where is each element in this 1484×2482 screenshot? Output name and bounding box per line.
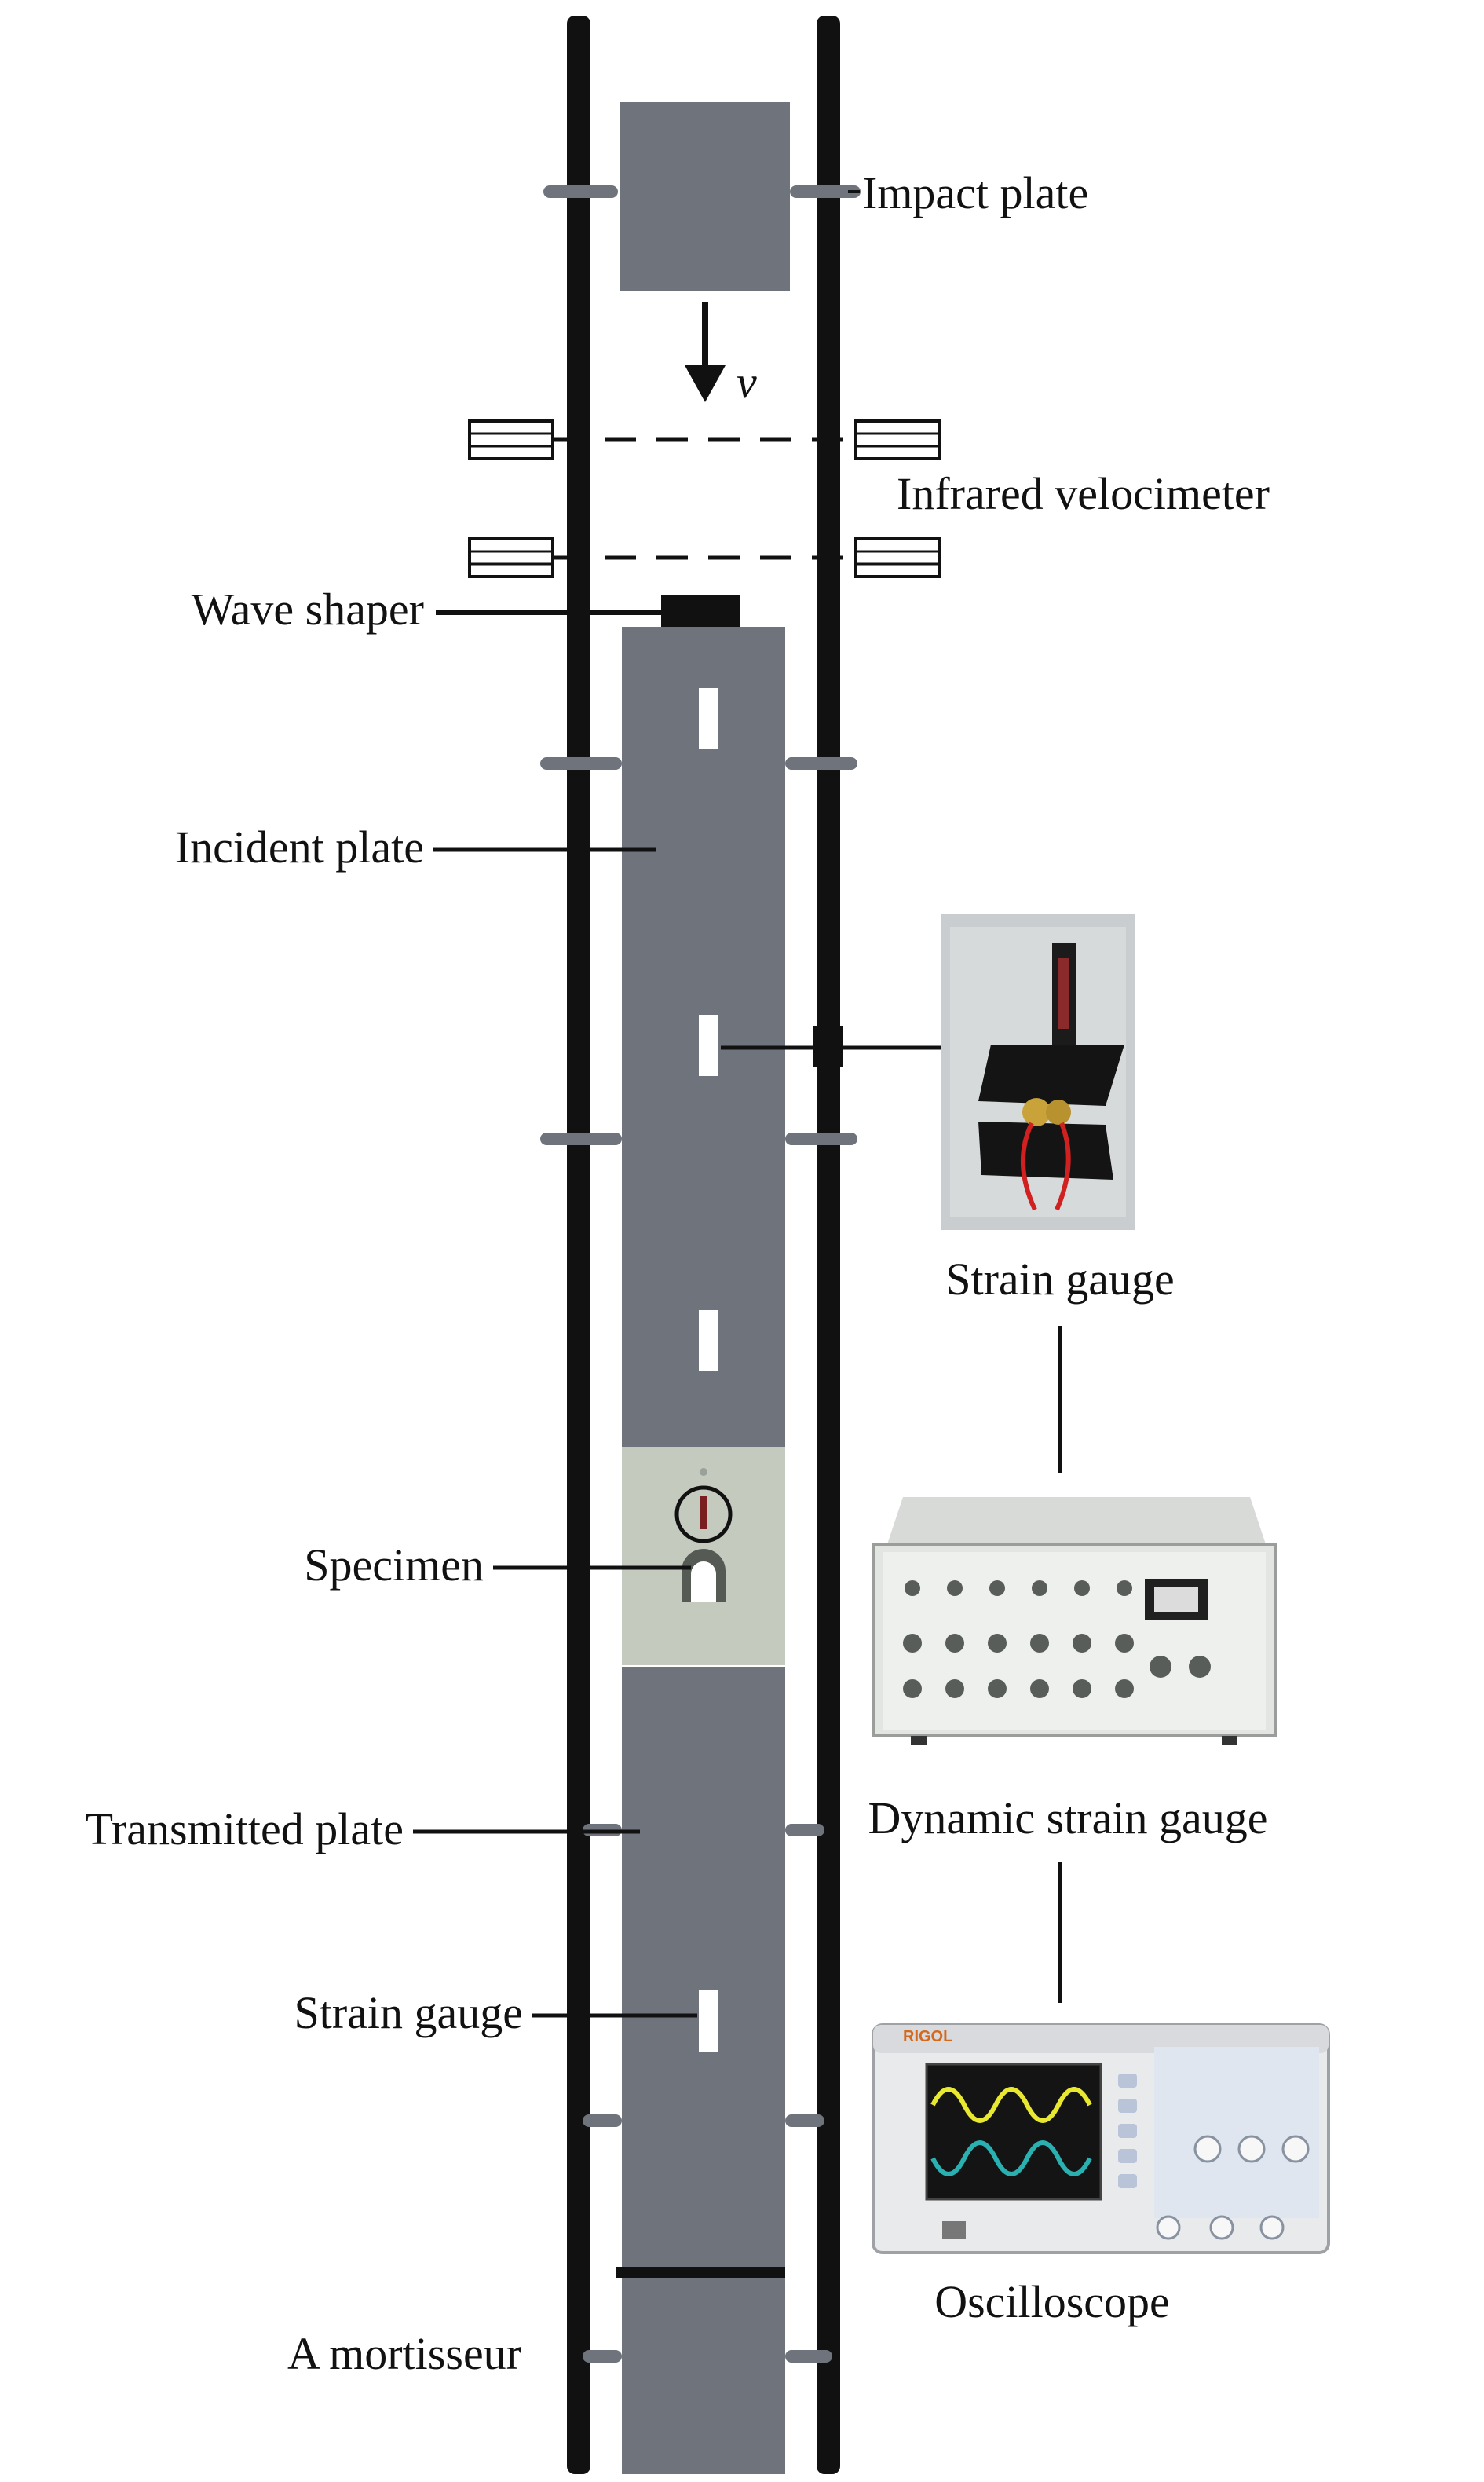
a-mortisseur-label: A mortisseur <box>287 2328 521 2379</box>
wave-shaper <box>661 595 740 628</box>
left-rail <box>567 16 590 2474</box>
specimen-label: Specimen <box>304 1539 484 1591</box>
rail-connector-block <box>813 1026 843 1067</box>
transmitted-clamp-2-right <box>785 2114 824 2127</box>
separator-bar <box>616 2267 785 2278</box>
mortisseur-clamp-left <box>583 2350 622 2363</box>
right-rail <box>817 16 840 2474</box>
oscilloscope-label: Oscilloscope <box>934 2276 1170 2327</box>
incident-gauge-slot-3 <box>699 1310 718 1371</box>
incident-clamp-1-right <box>785 757 857 770</box>
transmitted-plate-label: Transmitted plate <box>85 1803 404 1854</box>
impact-clamp-left <box>543 185 618 198</box>
oscilloscope-device <box>872 2023 1330 2254</box>
impact-clamp-right <box>790 185 861 198</box>
velocity-label: v <box>737 357 757 408</box>
incident-clamp-2-right <box>785 1133 857 1145</box>
incident-gauge-slot-1 <box>699 688 718 749</box>
specimen-small-dot <box>700 1468 707 1476</box>
strain-gauge-photo <box>941 914 1135 1230</box>
oscilloscope-brand: RIGOL <box>903 2028 953 2045</box>
velocimeter-beam-2 <box>468 537 941 578</box>
impact-plate <box>620 102 790 291</box>
mortisseur-clamp-right <box>785 2350 832 2363</box>
specimen-gauge-element <box>700 1496 707 1529</box>
wave-shaper-label: Wave shaper <box>191 584 424 635</box>
impact-plate-label: Impact plate <box>862 167 1089 218</box>
transmitted-clamp-1-right <box>785 1824 824 1836</box>
transmitted-clamp-2-left <box>583 2114 622 2127</box>
mortisseur-block <box>622 2278 785 2474</box>
strain-gauge-photo-label: Strain gauge <box>945 1254 1175 1305</box>
incident-plate-label: Incident plate <box>174 822 424 873</box>
incident-gauge-slot-2 <box>699 1015 718 1076</box>
dynamic-strain-gauge-device <box>872 1497 1277 1745</box>
specimen-gauge-circle <box>674 1485 733 1543</box>
velocity-arrowhead <box>685 365 726 402</box>
dynamic-strain-gauge-label: Dynamic strain gauge <box>868 1792 1268 1843</box>
incident-clamp-2-left <box>540 1133 622 1145</box>
transmitted-plate <box>622 1667 785 2275</box>
strain-gauge-left-label: Strain gauge <box>294 1987 523 2038</box>
incident-clamp-1-left <box>540 757 622 770</box>
transmitted-gauge-slot <box>699 1990 718 2052</box>
infrared-velocimeter-label: Infrared velocimeter <box>897 468 1270 519</box>
velocimeter-beam-1 <box>468 419 941 460</box>
